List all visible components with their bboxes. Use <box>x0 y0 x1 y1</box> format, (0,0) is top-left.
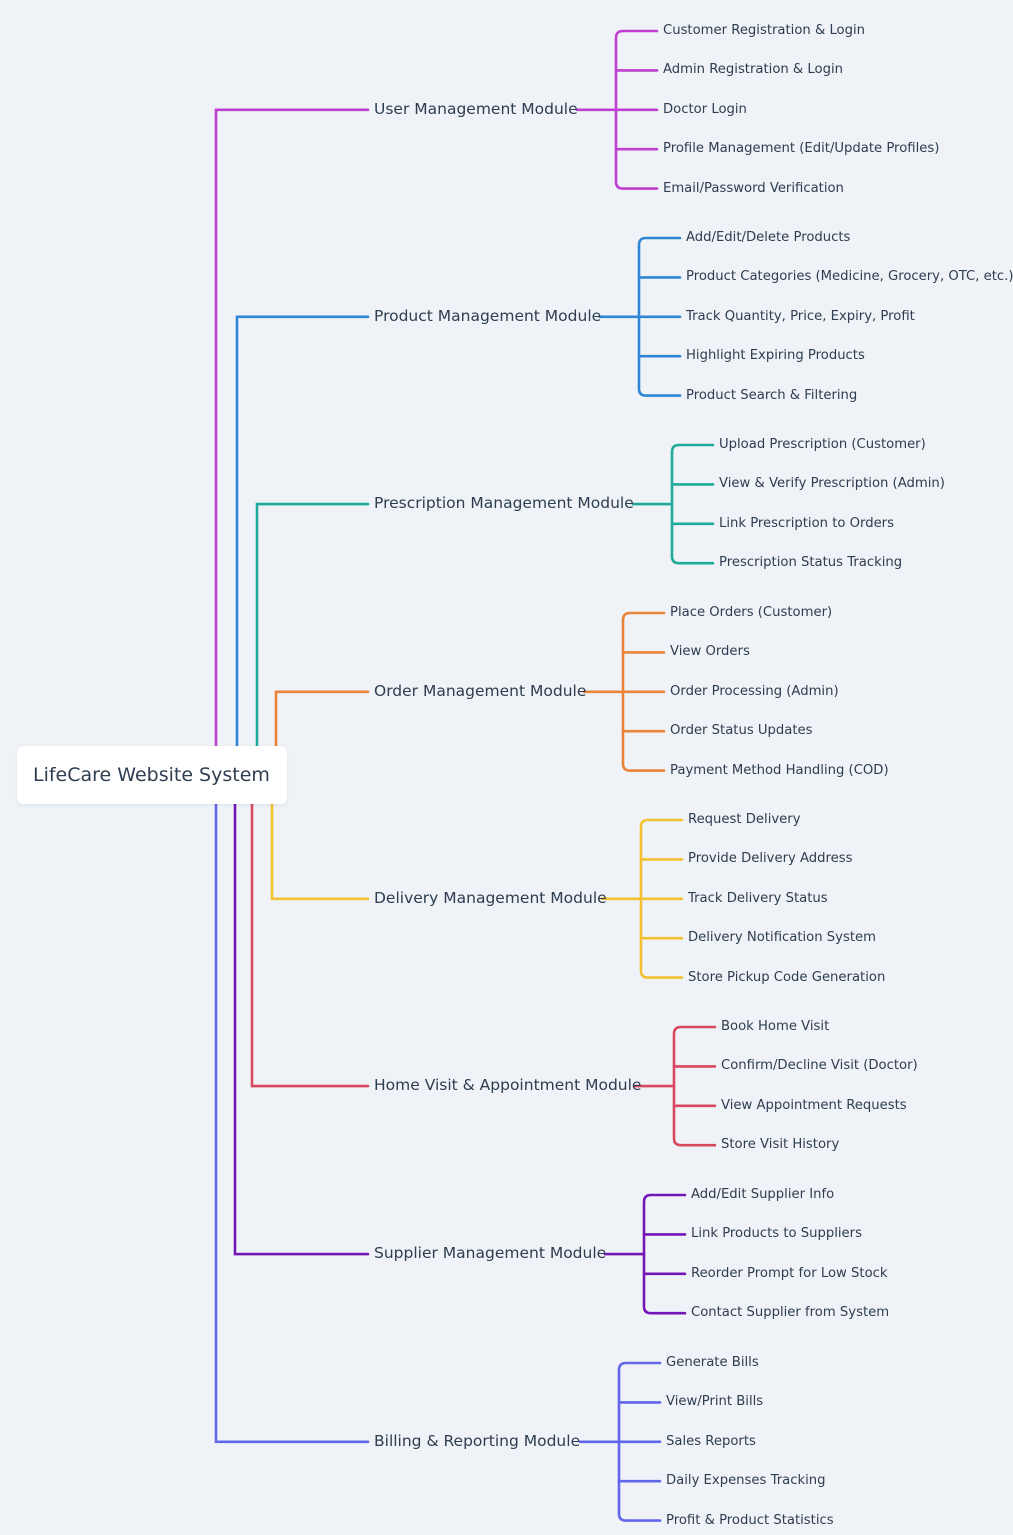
module-2-label[interactable]: Product Management Module <box>374 306 602 325</box>
module-2-item-5[interactable]: Product Search & Filtering <box>686 387 858 403</box>
module-1-item-4[interactable]: Profile Management (Edit/Update Profiles… <box>663 141 940 157</box>
module-6-label[interactable]: Home Visit & Appointment Module <box>374 1076 642 1095</box>
module-5-label[interactable]: Delivery Management Module <box>374 888 607 907</box>
module-6-item-3[interactable]: View Appointment Requests <box>721 1097 907 1113</box>
module-3-trunk <box>255 502 370 748</box>
root-node[interactable]: LifeCare Website System <box>17 746 287 804</box>
module-7-bus <box>642 1193 687 1315</box>
module-2-item-2[interactable]: Product Categories (Medicine, Grocery, O… <box>686 269 1013 285</box>
module-6-item-2[interactable]: Confirm/Decline Visit (Doctor) <box>721 1058 918 1074</box>
module-4-item-1[interactable]: Place Orders (Customer) <box>670 605 833 620</box>
module-1-item-3[interactable]: Doctor Login <box>663 101 747 117</box>
module-5-item-4[interactable]: Delivery Notification System <box>688 930 876 946</box>
module-5-item-2[interactable]: Provide Delivery Address <box>688 851 853 867</box>
module-7-label[interactable]: Supplier Management Module <box>374 1244 607 1263</box>
module-8-item-1[interactable]: Generate Bills <box>666 1355 759 1370</box>
module-4-item-5[interactable]: Payment Method Handling (COD) <box>670 762 889 778</box>
module-7-item-3[interactable]: Reorder Prompt for Low Stock <box>691 1265 888 1281</box>
module-4-trunk <box>274 690 370 748</box>
module-1-item-2[interactable]: Admin Registration & Login <box>663 62 843 78</box>
module-5-item-3[interactable]: Track Delivery Status <box>688 890 828 906</box>
module-2-item-4[interactable]: Highlight Expiring Products <box>686 348 865 364</box>
module-1-item-5[interactable]: Email/Password Verification <box>663 180 844 196</box>
module-7-trunk <box>233 802 370 1256</box>
module-2-trunk <box>235 315 370 748</box>
module-5-trunk <box>270 802 370 901</box>
module-3-item-4[interactable]: Prescription Status Tracking <box>719 555 903 571</box>
module-3-bus <box>670 443 715 565</box>
module-4-label[interactable]: Order Management Module <box>374 681 587 700</box>
module-2-item-1[interactable]: Add/Edit/Delete Products <box>686 230 851 245</box>
module-6-item-4[interactable]: Store Visit History <box>721 1137 840 1153</box>
root-label: LifeCare Website System <box>33 764 270 786</box>
module-5-item-5[interactable]: Store Pickup Code Generation <box>688 969 886 985</box>
module-7-item-2[interactable]: Link Products to Suppliers <box>691 1226 862 1242</box>
module-5-item-1[interactable]: Request Delivery <box>688 812 801 827</box>
module-4-item-4[interactable]: Order Status Updates <box>670 723 813 739</box>
module-4-item-3[interactable]: Order Processing (Admin) <box>670 683 839 699</box>
module-3-label[interactable]: Prescription Management Module <box>374 494 634 513</box>
module-6-bus <box>672 1025 717 1147</box>
module-7-item-4[interactable]: Contact Supplier from System <box>691 1305 890 1321</box>
module-1-trunk <box>214 108 370 748</box>
module-1-label[interactable]: User Management Module <box>374 99 578 118</box>
module-7-item-1[interactable]: Add/Edit Supplier Info <box>691 1187 835 1202</box>
module-3-item-1[interactable]: Upload Prescription (Customer) <box>719 437 926 452</box>
module-8-item-3[interactable]: Sales Reports <box>666 1433 756 1449</box>
module-1-item-1[interactable]: Customer Registration & Login <box>663 23 866 38</box>
module-8-trunk <box>214 802 370 1444</box>
module-8-item-2[interactable]: View/Print Bills <box>666 1394 764 1410</box>
module-8-label[interactable]: Billing & Reporting Module <box>374 1431 581 1450</box>
module-6-item-1[interactable]: Book Home Visit <box>721 1019 830 1034</box>
module-3-item-3[interactable]: Link Prescription to Orders <box>719 515 894 531</box>
module-4-item-2[interactable]: View Orders <box>670 644 750 660</box>
module-8-item-5[interactable]: Profit & Product Statistics <box>666 1512 834 1528</box>
module-3-item-2[interactable]: View & Verify Prescription (Admin) <box>719 476 945 492</box>
module-2-item-3[interactable]: Track Quantity, Price, Expiry, Profit <box>686 308 915 324</box>
module-6-trunk <box>250 802 370 1088</box>
module-8-item-4[interactable]: Daily Expenses Tracking <box>666 1473 826 1489</box>
